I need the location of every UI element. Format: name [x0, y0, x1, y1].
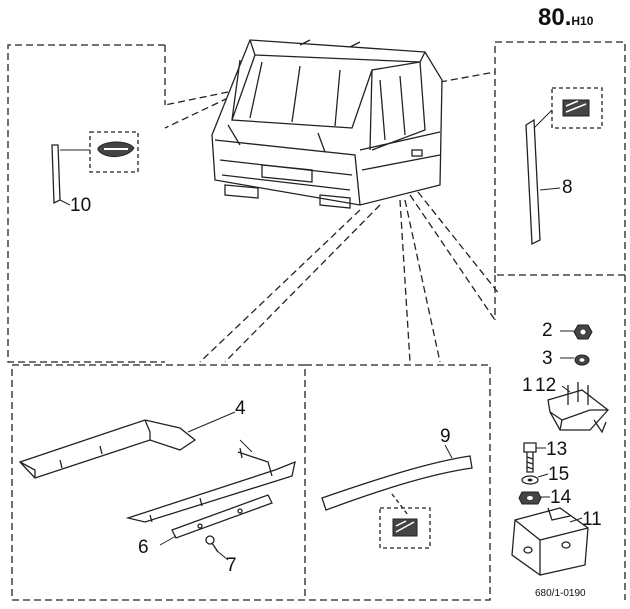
- leader-cab-to-bottom-middle: [399, 199, 441, 363]
- screw-part-7: [205, 535, 229, 561]
- group-box-bottom-middle: [305, 364, 491, 601]
- profile-strip-part: [525, 118, 561, 246]
- profile-section-icon: [533, 87, 603, 129]
- leader-cab-to-left: [164, 91, 229, 129]
- profile-part-9: [321, 444, 473, 549]
- drawing-reference: 680/1-0190: [535, 588, 586, 599]
- callout-10: 10: [70, 195, 92, 216]
- seal-strip-part: [51, 144, 71, 206]
- bracket-part-4: [18, 411, 236, 479]
- callout-7: 7: [226, 555, 237, 576]
- callout-12: 12: [535, 375, 557, 396]
- mounting-block-part-12: [547, 382, 609, 434]
- group-box-right: [494, 41, 626, 276]
- leader-cab-to-right: [439, 71, 496, 83]
- callout-9: 9: [440, 426, 451, 447]
- support-bracket-part-11: [511, 507, 589, 576]
- rubber-seal-section-icon: [60, 131, 139, 173]
- callout-2: 2: [542, 320, 553, 341]
- group-box-bottom-left: [11, 364, 306, 601]
- strip-part-6: [159, 494, 273, 546]
- leader-cab-to-bottom-left: [199, 204, 381, 363]
- callout-8: 8: [562, 177, 573, 198]
- page-number: 80.: [538, 4, 572, 31]
- page-suffix: H10: [571, 14, 594, 28]
- leader-cab-to-hardware: [409, 191, 501, 321]
- nut-part-2: [560, 324, 593, 340]
- callout-13: 13: [546, 439, 568, 460]
- nut-part-14: [518, 491, 550, 505]
- group-box-hardware: [494, 275, 626, 600]
- washer-part-3: [560, 354, 590, 366]
- truck-cab-icon: [211, 39, 443, 209]
- callout-1: 1: [522, 375, 533, 396]
- callout-3: 3: [542, 348, 553, 369]
- bolt-part-13: [523, 442, 546, 473]
- callout-11: 11: [582, 509, 602, 530]
- callout-15: 15: [548, 464, 570, 485]
- callout-4: 4: [235, 398, 246, 419]
- group-box-left: [7, 44, 166, 363]
- page-code: 80.H10: [538, 4, 593, 32]
- callout-14: 14: [550, 487, 572, 508]
- rail-part: [125, 439, 296, 523]
- callout-6: 6: [138, 537, 149, 558]
- washer-part-15: [521, 473, 549, 485]
